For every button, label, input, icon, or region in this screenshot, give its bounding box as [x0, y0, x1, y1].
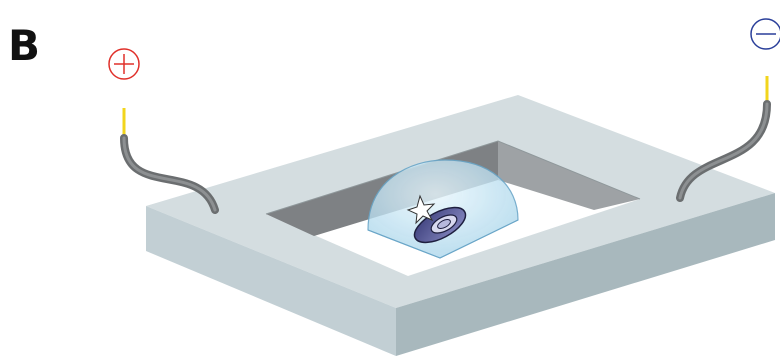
- panel-label: B: [8, 21, 40, 70]
- negative-terminal: −: [0, 0, 780, 49]
- positive-electrode: [124, 108, 215, 210]
